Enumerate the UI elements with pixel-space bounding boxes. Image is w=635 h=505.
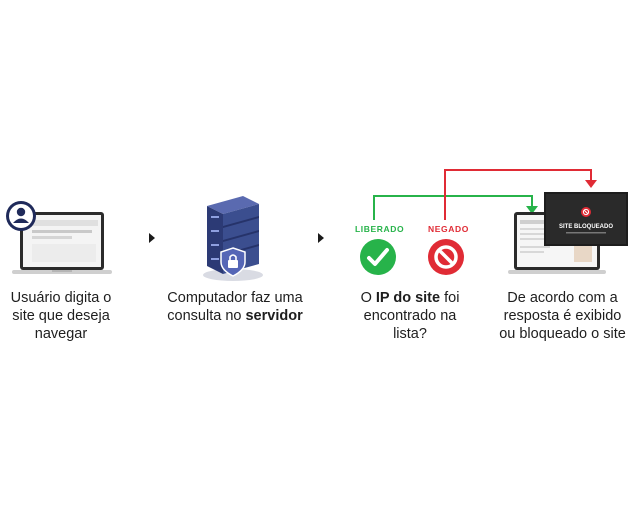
laptop-icon — [12, 212, 112, 274]
step-4-caption: De acordo com a resposta é exibido ou bl… — [499, 290, 626, 342]
user-icon — [6, 201, 36, 231]
denied-label: NEGADO — [428, 224, 469, 234]
arrow-right-icon — [318, 233, 324, 243]
step-1-caption: Usuário digita o site que deseja navegar — [10, 290, 112, 342]
result-illustration: SITE BLOQUEADO — [508, 192, 628, 274]
decision-connectors — [373, 169, 597, 220]
blocked-title: SITE BLOQUEADO — [559, 224, 613, 230]
allowed-label: LIBERADO — [355, 224, 405, 234]
step-3-caption: O IP do site foi encontrado na lista? — [360, 290, 460, 342]
blocked-screen: SITE BLOQUEADO — [544, 192, 628, 246]
check-icon — [360, 239, 396, 275]
server-icon — [203, 196, 263, 281]
laptop-user-illustration — [6, 201, 112, 274]
step-2-caption: Computador faz uma consulta no servidor — [167, 290, 303, 324]
arrow-right-icon — [149, 233, 155, 243]
lock-icon — [220, 247, 246, 277]
blocked-icon — [428, 239, 464, 275]
